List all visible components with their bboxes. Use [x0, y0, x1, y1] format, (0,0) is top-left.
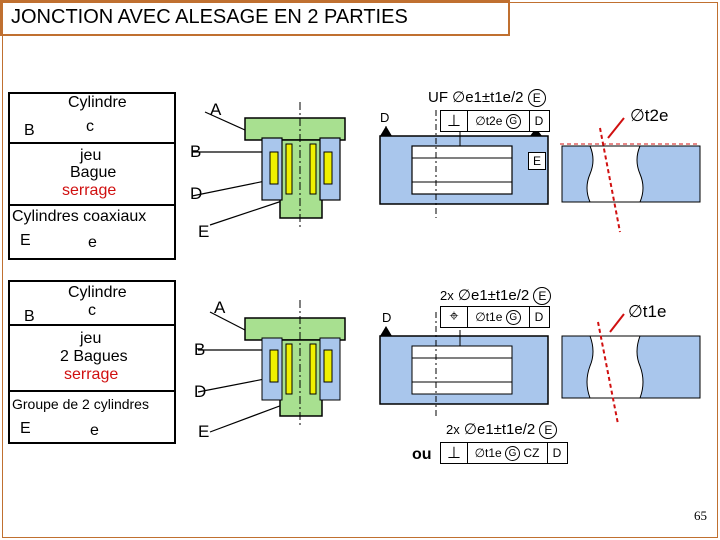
- divider: [10, 324, 174, 326]
- detail-2-label: ∅t1e: [628, 302, 667, 321]
- fcf-tolerance-cell: ∅t1e G: [467, 307, 530, 327]
- datum-d-letter: D: [382, 310, 392, 325]
- e-letter: E: [20, 232, 31, 249]
- bague-label: Bague: [70, 164, 117, 181]
- alt-spec: ∅e1±t1e/2: [463, 421, 536, 438]
- pin-right: [323, 349, 333, 383]
- alt-spec-line: 2x ∅e1±t1e/2 E: [446, 420, 558, 440]
- g-modifier: G: [505, 113, 521, 129]
- fcf-tolerance-cell: ∅t2e G: [467, 111, 530, 131]
- b-letter: B: [24, 122, 35, 139]
- label-e: E: [198, 422, 210, 441]
- serrage-label: serrage: [64, 366, 119, 383]
- bague-right: [309, 343, 317, 395]
- leader-e: [209, 403, 286, 433]
- cylindre-label: Cylindre: [68, 284, 127, 301]
- perpendicularity-symbol: ⊥: [441, 111, 468, 131]
- pin-right: [323, 151, 333, 185]
- position-symbol: ⌖: [441, 307, 468, 327]
- jeu-label: jeu: [80, 147, 102, 164]
- bague-right: [309, 143, 317, 195]
- e-label: e: [88, 234, 97, 251]
- label-e: E: [198, 222, 210, 241]
- leader-e: [209, 199, 286, 226]
- bague-left: [285, 343, 293, 395]
- detail-1-label: ∅t2e: [630, 106, 669, 125]
- shaft-top: [244, 117, 346, 141]
- feature-control-frame-2: ⌖ ∅t1e G D: [440, 306, 550, 328]
- label-b: B: [194, 340, 206, 359]
- serrage-label: serrage: [62, 182, 117, 199]
- ou-label: ou: [412, 446, 432, 463]
- envelope-symbol: E: [533, 287, 552, 306]
- detail-2-bore: [586, 335, 644, 399]
- uf-spec-line: UF ∅e1±t1e/2 E: [428, 88, 546, 108]
- g-modifier: G: [505, 445, 521, 461]
- detail-1-bore: [586, 145, 644, 203]
- envelope-symbol: E: [539, 421, 558, 440]
- count-prefix: 2x: [440, 288, 454, 303]
- c-label: c: [88, 302, 96, 319]
- label-a: A: [210, 100, 222, 119]
- uf-prefix: UF: [428, 89, 448, 106]
- detail-leader: [607, 117, 625, 139]
- e-letter: E: [20, 420, 31, 437]
- label-a: A: [214, 298, 226, 317]
- part-1-bore: [411, 145, 513, 195]
- datum-e-box: E: [528, 152, 546, 170]
- divider: [10, 142, 174, 144]
- cylindre-label: Cylindre: [68, 94, 127, 111]
- leader-a: [204, 111, 246, 131]
- pin-left: [269, 151, 279, 185]
- count-prefix: 2x: [446, 422, 460, 437]
- datum-ref: D: [534, 114, 544, 128]
- perpendicularity-symbol: ⊥: [441, 443, 468, 463]
- label-b: B: [190, 142, 202, 161]
- datum-ref: D: [534, 310, 544, 324]
- groupe-label: Groupe de 2 cylindres: [12, 396, 149, 412]
- spec-2: ∅e1±t1e/2: [457, 287, 530, 304]
- coaxiaux-label: Cylindres coaxiaux: [12, 208, 147, 225]
- tolerance-value: ∅t1e: [475, 310, 503, 324]
- b-letter: B: [24, 308, 35, 325]
- part-2-bore: [411, 345, 513, 395]
- pin-left: [269, 349, 279, 383]
- feature-control-frame-1: ⊥ ∅t2e G D: [440, 110, 550, 132]
- spec-line-2: 2x ∅e1±t1e/2 E: [440, 286, 552, 306]
- tolerance-zone: [597, 321, 619, 425]
- shaft-top: [244, 317, 346, 341]
- divider: [10, 204, 174, 206]
- cz-modifier: CZ: [523, 446, 540, 460]
- c-label: c: [86, 118, 94, 135]
- label-d: D: [194, 382, 207, 401]
- legend-panel-1: Cylindre B c jeu Bague serrage Cylindres…: [8, 92, 176, 260]
- page-number: 65: [694, 508, 707, 523]
- detail-leader: [609, 313, 625, 333]
- bagues-label: 2 Bagues: [60, 348, 128, 365]
- legend-panel-2: Cylindre B c jeu 2 Bagues serrage Groupe…: [8, 280, 176, 444]
- datum-d-marker: [380, 326, 392, 336]
- tolerance-value: ∅t1e: [474, 446, 502, 460]
- leader-a: [209, 311, 246, 331]
- datum-d-marker: [380, 126, 392, 136]
- datum-e-marker: [530, 128, 542, 136]
- divider: [10, 390, 174, 392]
- g-modifier: G: [505, 309, 521, 325]
- feature-control-frame-3: ⊥ ∅t1e G CZ D: [440, 442, 568, 464]
- datum-d-letter: D: [380, 110, 390, 125]
- label-d: D: [190, 184, 203, 203]
- envelope-symbol: E: [527, 89, 546, 108]
- tolerance-value: ∅t2e: [475, 114, 503, 128]
- jeu-label: jeu: [80, 330, 102, 347]
- bague-left: [285, 143, 293, 195]
- datum-ref: D: [552, 446, 562, 460]
- fcf-tolerance-cell: ∅t1e G CZ: [467, 443, 548, 463]
- e-label: e: [90, 422, 99, 439]
- uf-spec: ∅e1±t1e/2: [452, 89, 524, 106]
- tolerance-zone: [599, 127, 621, 233]
